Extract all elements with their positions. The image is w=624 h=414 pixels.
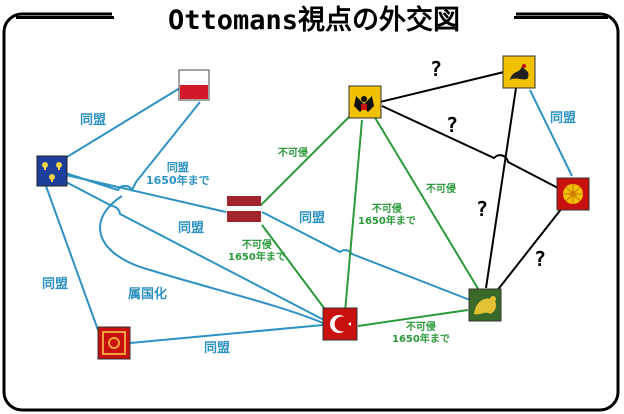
unknown-line-austria-qing: [379, 71, 505, 103]
non-aggression-lines: [245, 115, 481, 327]
vassalize-label: 属国化: [128, 287, 168, 302]
austria-eagle-icon: [348, 85, 382, 119]
node-austria: [348, 85, 382, 119]
node-ottoman: [322, 307, 358, 341]
alliance-label: 同盟: [178, 221, 205, 236]
alliance-label: 同盟: [299, 211, 326, 226]
alliance-line-france-latvia: [65, 174, 227, 213]
node-poland: [178, 69, 210, 101]
alliance-label: 同盟: [204, 341, 231, 356]
unknown-mark: ?: [446, 113, 459, 137]
nap-label-line2: 1650年まで: [228, 251, 286, 263]
node-france: [36, 155, 68, 187]
alliance-until-label-line2: 1650年まで: [146, 173, 210, 187]
node-latvia: [227, 196, 261, 222]
nap-label-line2: 1650年まで: [392, 333, 450, 345]
alliance-label: 同盟: [550, 111, 577, 126]
alliance-line-vassal-ottoman: [129, 324, 324, 344]
alliance-line-france-ottoman: [65, 181, 325, 321]
title-box: Ottomans視点の外交図: [112, 0, 516, 36]
nap-line-austria-ottoman: [344, 119, 363, 313]
nap-line-ottoman-venice: [357, 309, 469, 327]
nap-label: 不可侵: [426, 184, 456, 195]
title-rule-left: [16, 16, 114, 19]
alliance-label: 同盟: [42, 277, 69, 292]
alliance-line-qing-japan: [529, 89, 573, 177]
alliance-line-france-vassal: [45, 185, 99, 331]
nap-label-line1: 不可侵: [371, 204, 402, 215]
poland-flag-icon: [180, 71, 208, 85]
unknown-lines: [379, 71, 563, 293]
title-rule-right: [514, 16, 608, 19]
unknown-line-austria-japan: [381, 105, 559, 189]
alliance-lines: [45, 87, 573, 344]
node-japan: [556, 177, 590, 211]
nap-until-1650-label-latvia: 不可侵 1650年まで: [228, 240, 286, 263]
nap-until-1650-label-austria: 不可侵 1650年まで: [358, 204, 416, 227]
alliance-line-france-poland: [61, 87, 181, 161]
nap-line-austria-ottoman-left: [245, 115, 351, 221]
nap-line-latvia-ottoman: [261, 224, 331, 317]
node-qing: [502, 55, 536, 89]
alliance-until-label-line1: 同盟: [166, 161, 189, 174]
unknown-mark: ?: [430, 57, 443, 81]
nap-label-line1: 不可侵: [405, 322, 436, 333]
node-vassal: [97, 326, 131, 360]
nap-line-austria-venice: [373, 115, 481, 293]
unknown-line-japan-venice: [495, 207, 563, 293]
unknown-line-qing-venice: [485, 87, 517, 289]
vassalize-line: [99, 195, 324, 324]
unknown-mark: ?: [476, 197, 489, 221]
nap-label-line2: 1650年まで: [358, 215, 416, 227]
page-title: Ottomans視点の外交図: [167, 4, 461, 36]
alliance-line-latvia-venice: [261, 211, 471, 301]
alliance-label: 同盟: [80, 113, 107, 128]
node-venice: [468, 288, 502, 322]
nap-label: 不可侵: [278, 148, 308, 159]
nap-label-line1: 不可侵: [241, 240, 272, 251]
nap-until-1650-label-venice: 不可侵 1650年まで: [392, 322, 450, 345]
alliance-until-1650-label: 同盟 1650年まで: [146, 161, 210, 187]
unknown-mark: ?: [534, 247, 547, 271]
